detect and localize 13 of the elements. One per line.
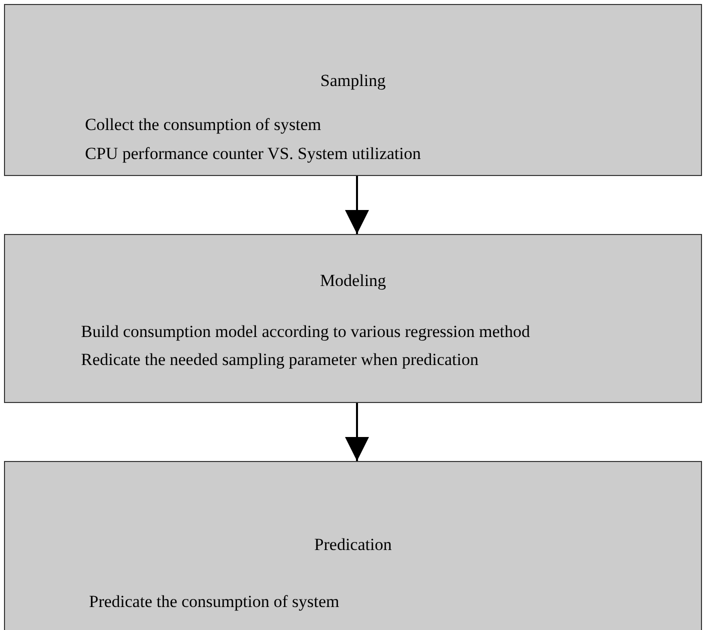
box-heading: Modeling bbox=[318, 271, 388, 291]
box-heading: Predication bbox=[313, 535, 393, 555]
arrow bbox=[345, 403, 369, 461]
process-box bbox=[4, 4, 702, 176]
box-text: CPU performance counter VS. System utilization bbox=[85, 144, 421, 164]
box-heading: Sampling bbox=[319, 71, 387, 91]
arrow bbox=[345, 176, 369, 234]
box-text: Build consumption model according to various regression method bbox=[81, 322, 530, 342]
box-text: Collect the consumption of system bbox=[85, 115, 322, 135]
box-text: Predicate the consumption of system bbox=[89, 592, 340, 612]
process-box bbox=[4, 234, 702, 403]
process-box bbox=[4, 461, 702, 630]
box-text: Redicate the needed sampling parameter when predication bbox=[81, 350, 478, 370]
